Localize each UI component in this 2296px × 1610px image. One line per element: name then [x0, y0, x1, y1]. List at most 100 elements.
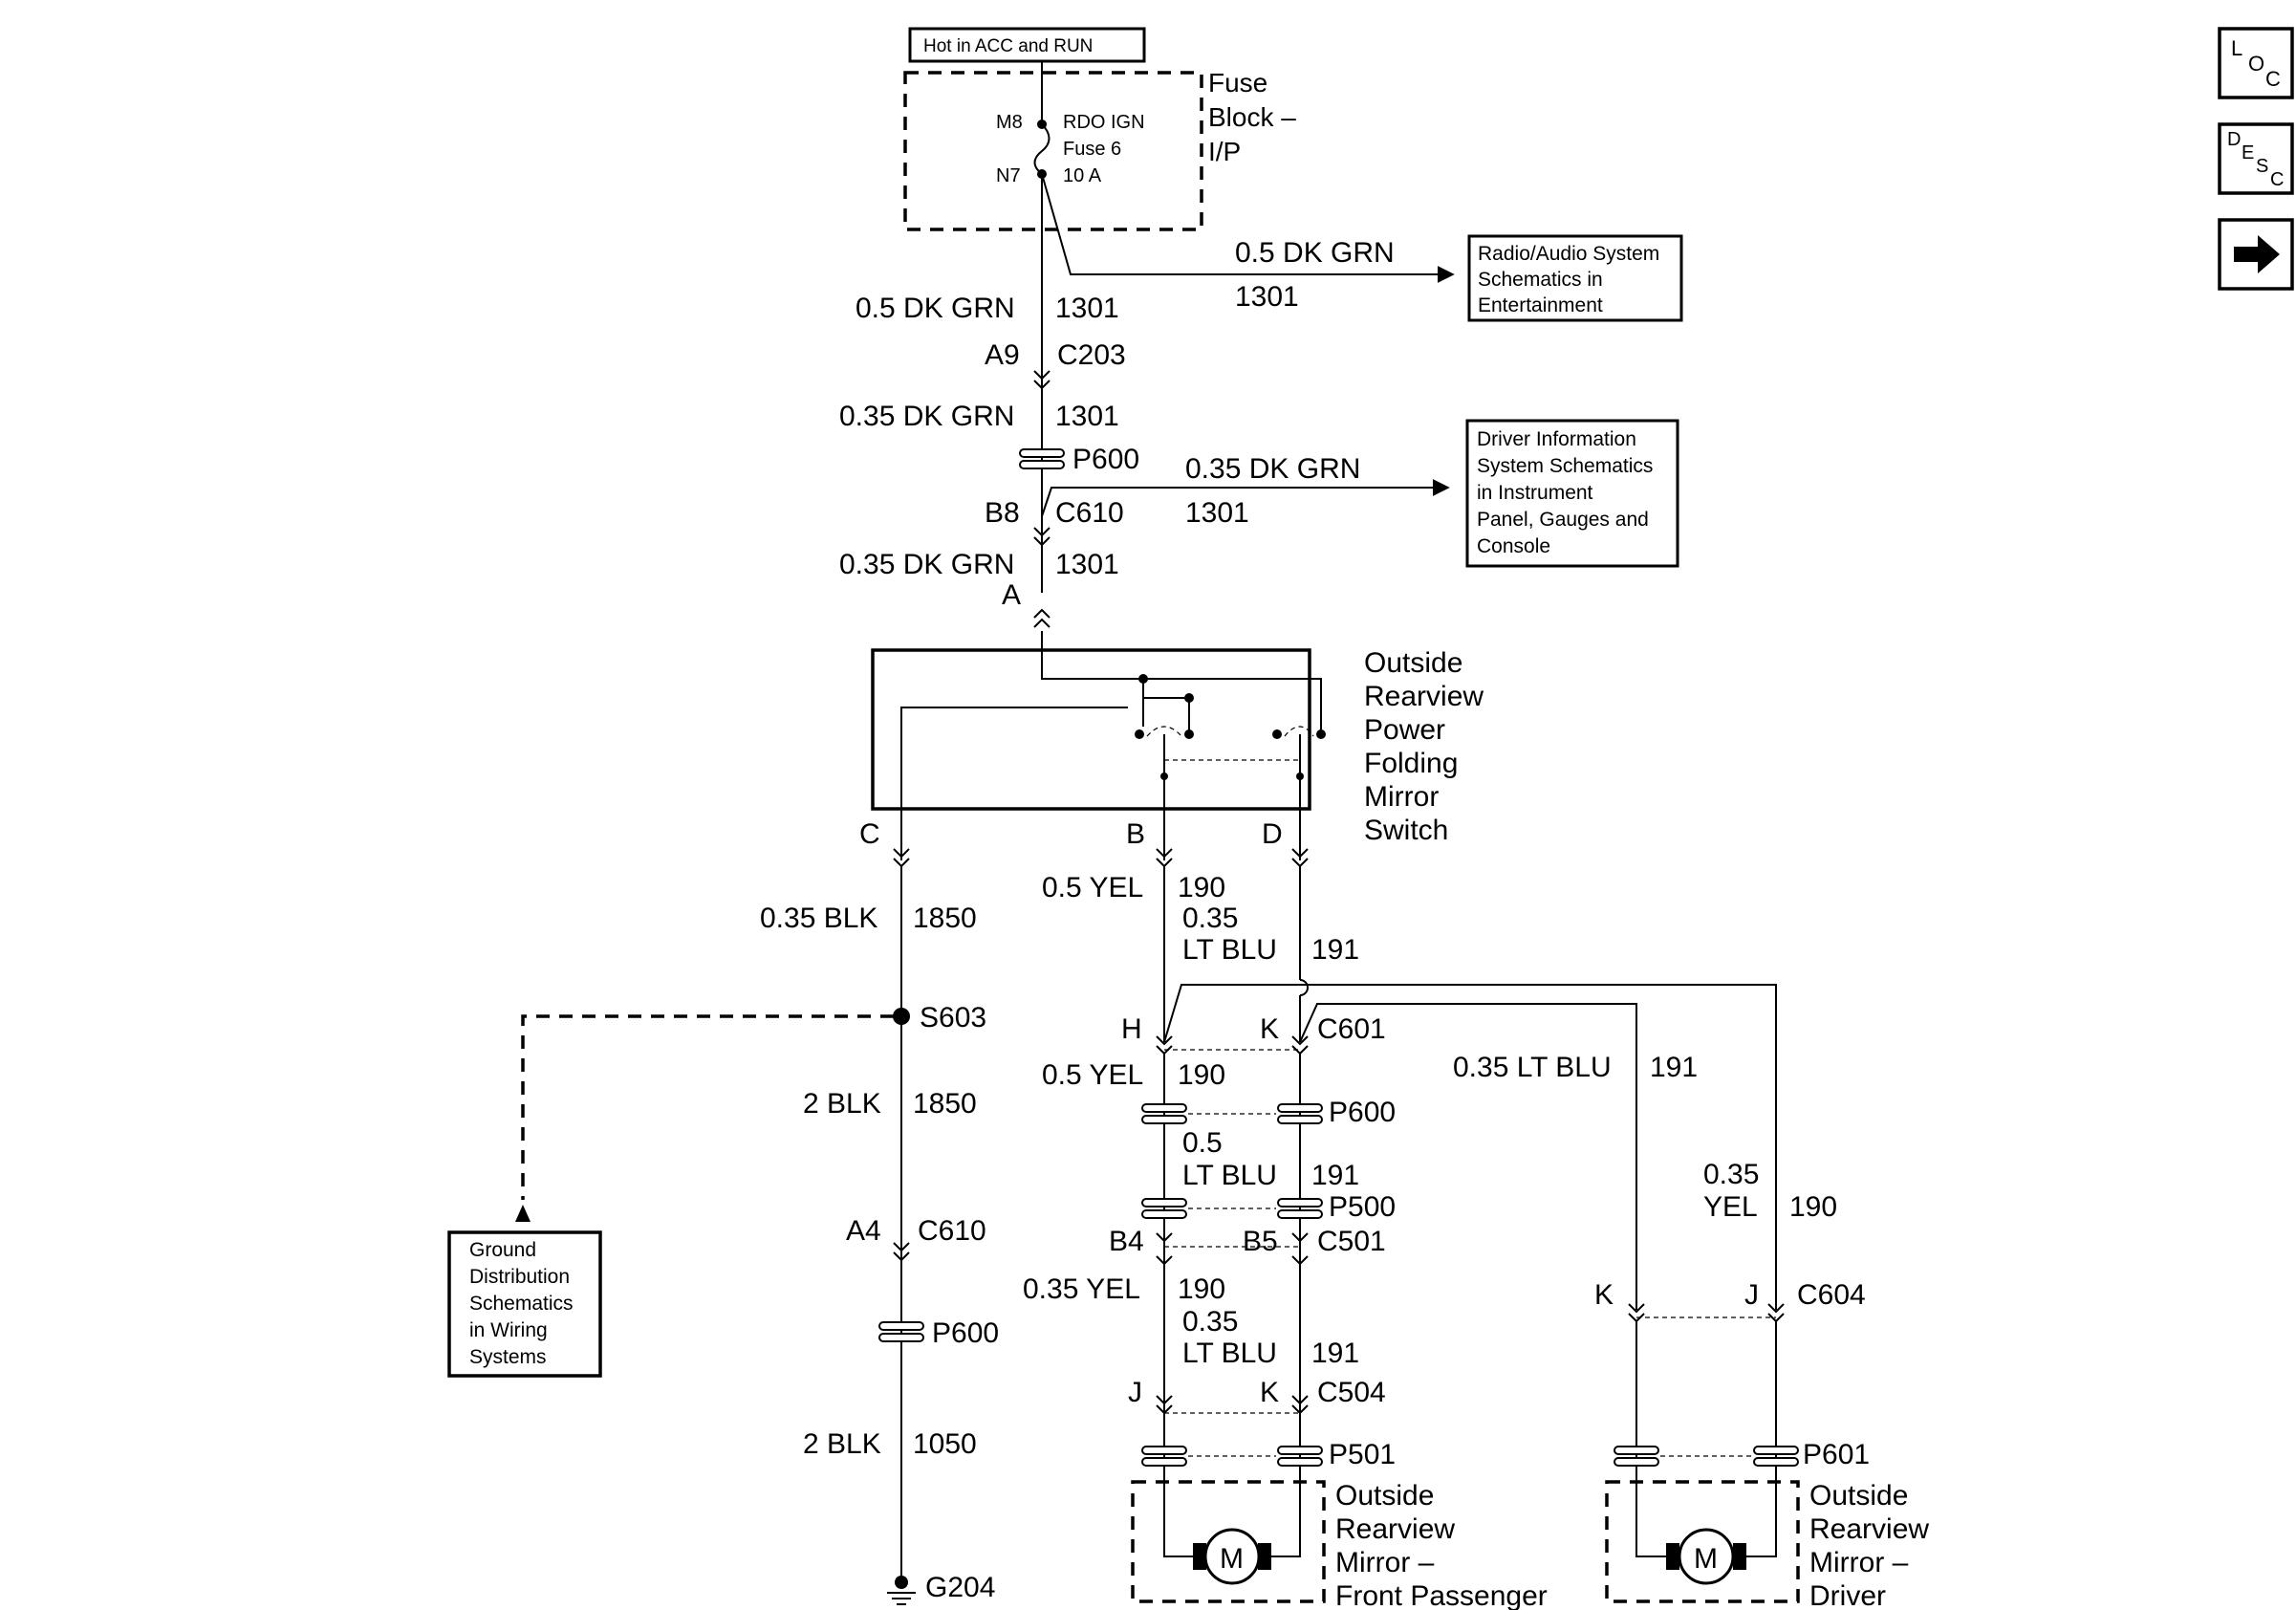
c601-h-chevron	[1156, 1035, 1173, 1046]
ground-p600: P600	[932, 1317, 999, 1349]
c604-name: C604	[1797, 1279, 1866, 1311]
c504-j-chevron	[1156, 1395, 1173, 1405]
ground-splice: S603	[920, 1002, 986, 1033]
loc-letter-2: O	[2248, 52, 2264, 76]
drv-label-1: Outside	[1809, 1480, 1908, 1512]
switch-outline	[871, 648, 1311, 811]
switch-blade-2	[1284, 726, 1314, 737]
drv-blu-circuit: 191	[1650, 1052, 1698, 1083]
driver-yel-branch	[1163, 984, 1777, 1310]
trunk-p600: P600	[1072, 444, 1139, 475]
drv-label-4: Driver	[1809, 1580, 1886, 1610]
pass-motor-lead-2	[1267, 1468, 1301, 1557]
pass-motor-icon	[1203, 1528, 1261, 1585]
trunk-circuit1: 1301	[1055, 293, 1119, 324]
pass-motor-lead-1	[1163, 1468, 1198, 1557]
ground-box-line-2: Distribution	[469, 1266, 570, 1288]
radio-link-line-3: Entertainment	[1478, 294, 1603, 316]
pin-d-chevron	[1291, 848, 1309, 859]
radio-link-line-2: Schematics in	[1478, 269, 1603, 291]
ground-box-line-3: Schematics	[469, 1293, 574, 1315]
desc-letter-2: E	[2242, 142, 2254, 163]
drv-motor-lead-2	[1742, 1468, 1777, 1557]
switch-contact-4	[1316, 729, 1326, 739]
switch-label-4: Folding	[1364, 748, 1458, 779]
trunk-conn1-pin: A9	[985, 339, 1020, 371]
pass-blu3-wire-a: 0.35	[1182, 1306, 1238, 1338]
dis-link-line-4: Panel, Gauges and	[1477, 509, 1649, 531]
desc-button[interactable]: D E S C	[2218, 122, 2294, 195]
c203-chevron	[1033, 370, 1051, 381]
c501-b4-chevron-2	[1156, 1255, 1173, 1266]
radio-branch-wire	[1041, 173, 1455, 283]
ground-circuit1: 1850	[913, 903, 977, 934]
pass-p500: P500	[1329, 1191, 1396, 1223]
switch-pin-b: B	[1126, 818, 1145, 850]
fuse-symbol-icon	[1033, 123, 1051, 175]
ground-p600-upper	[878, 1321, 924, 1331]
pass-yel3-wire: 0.35 YEL	[1023, 1273, 1140, 1305]
p600-trunk-lower	[1019, 460, 1065, 469]
ground-circuit3: 1050	[913, 1428, 977, 1460]
dis-link-line-5: Console	[1477, 535, 1550, 557]
next-button[interactable]	[2218, 218, 2294, 291]
switch-blade-1	[1146, 726, 1182, 737]
pass-d-wire-b: LT BLU	[1182, 934, 1277, 966]
ground-c610-chevron	[893, 1242, 910, 1252]
pass-mirror-outline	[1131, 1480, 1326, 1603]
dis-branch-wire-label: 0.35 DK GRN	[1185, 453, 1360, 485]
p600-trunk-upper	[1019, 448, 1065, 458]
dis-branch-circuit: 1301	[1185, 497, 1249, 529]
drv-motor-letter: M	[1694, 1543, 1718, 1575]
pass-label-1: Outside	[1335, 1480, 1434, 1512]
dis-link-line-2: System Schematics	[1477, 455, 1653, 477]
switch-label-2: Rearview	[1364, 681, 1484, 712]
p501-d-upper	[1277, 1446, 1323, 1455]
c504-j: J	[1128, 1377, 1142, 1408]
drv-motor-lead-1	[1635, 1468, 1671, 1557]
ground-box-line-1: Ground	[469, 1239, 536, 1261]
c604-j: J	[1744, 1279, 1759, 1311]
ground-wire2: 2 BLK	[803, 1088, 881, 1120]
fuse-line-1: RDO IGN	[1063, 112, 1145, 133]
pin-a-chevron	[1033, 608, 1051, 619]
fuse-header-box	[908, 27, 1146, 63]
pass-blu3-wire-b: LT BLU	[1182, 1338, 1277, 1369]
switch-label-5: Mirror	[1364, 781, 1439, 813]
c601-name: C601	[1317, 1013, 1386, 1045]
c501-b5-chevron	[1291, 1232, 1309, 1243]
ground-circuit2: 1850	[913, 1088, 977, 1120]
fuse-block-label-2: Block –	[1208, 102, 1296, 132]
drv-p601: P601	[1803, 1439, 1870, 1470]
pin-b-chevron	[1156, 848, 1173, 859]
dis-branch-wire	[1041, 479, 1450, 517]
fuse-block-label-3: I/P	[1208, 137, 1241, 166]
trunk-conn2: C610	[1055, 497, 1124, 529]
ground-wire1: 0.35 BLK	[760, 903, 877, 934]
loc-button[interactable]: L O C	[2218, 27, 2294, 99]
dis-link-box[interactable]	[1465, 419, 1679, 568]
c610-chevron	[1033, 527, 1051, 537]
ground-dist-arrow-icon	[515, 1205, 531, 1222]
c601-k-chevron	[1291, 1035, 1309, 1046]
pass-p501: P501	[1329, 1439, 1396, 1470]
drv-yel-circuit: 190	[1789, 1191, 1837, 1223]
p600-pass-b-lower	[1141, 1115, 1187, 1124]
switch-pin-c: C	[859, 818, 880, 850]
ground-terminal	[895, 1576, 908, 1589]
drv-mirror-outline	[1605, 1480, 1800, 1603]
radio-link-box[interactable]	[1467, 234, 1683, 322]
switch-contact-3	[1272, 729, 1282, 739]
ground-wire3: 2 BLK	[803, 1428, 881, 1460]
driver-blu-branch	[1299, 1003, 1637, 1310]
fuse-line-2: Fuse 6	[1063, 139, 1121, 160]
p600-pass-d-upper	[1277, 1103, 1323, 1113]
p601-k-upper	[1614, 1446, 1659, 1455]
pass-yel3-circuit: 190	[1178, 1273, 1225, 1305]
pin-c-chevron	[893, 848, 910, 859]
pass-blu2-circuit: 191	[1311, 1160, 1359, 1191]
c501-name: C501	[1317, 1226, 1386, 1257]
ground-dist-link-box[interactable]	[447, 1230, 602, 1378]
ground-box-line-4: in Wiring	[469, 1319, 548, 1341]
